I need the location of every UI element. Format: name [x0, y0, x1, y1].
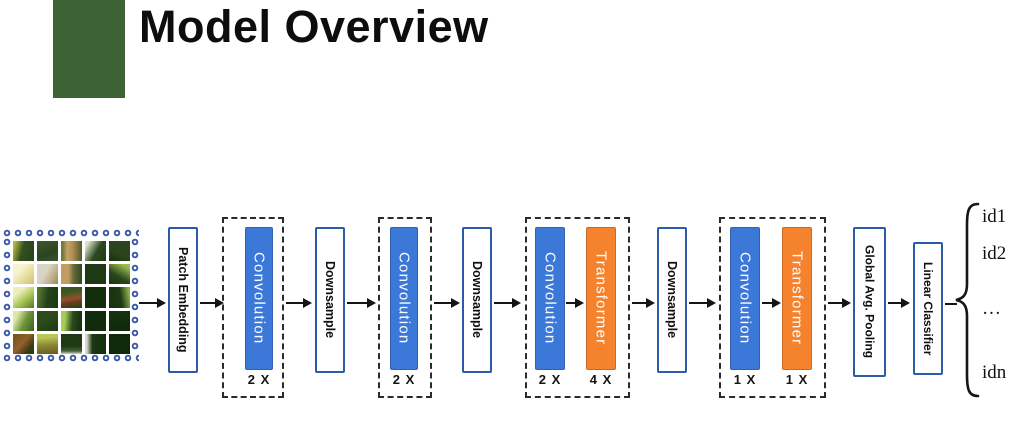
- downsample1-label: Downsample: [323, 261, 337, 339]
- patch-cell: [37, 264, 58, 285]
- global-avg-pooling-box: Global Avg. Pooling: [853, 227, 886, 377]
- patch-cell: [85, 264, 106, 285]
- patch-cell: [85, 241, 106, 262]
- stage2-convolution-box: Convolution: [390, 227, 418, 370]
- stage3-transformer-repeat: 4 X: [589, 372, 613, 387]
- output-id1: id1: [982, 206, 1007, 227]
- patch-cell: [37, 241, 58, 262]
- downsample3-box: Downsample: [657, 227, 687, 373]
- stage1-convolution-box: Convolution: [245, 227, 273, 370]
- patch-token-circles-left: [3, 238, 11, 354]
- patch-cell: [85, 333, 106, 354]
- patch-cell: [85, 310, 106, 331]
- patch-cell: [13, 333, 34, 354]
- patch-cell: [13, 241, 34, 262]
- patch-cell: [13, 264, 34, 285]
- linear-classifier-box: Linear Classifier: [913, 242, 943, 375]
- patch-cell: [37, 287, 58, 308]
- title-accent-square: [53, 0, 125, 98]
- stage1-convolution-label: Convolution: [250, 252, 268, 345]
- downsample3-label: Downsample: [665, 261, 679, 339]
- output-brace: [955, 202, 980, 398]
- arrow-conv3-to-transformer3: [566, 302, 575, 305]
- stage3-convolution-box: Convolution: [535, 227, 565, 370]
- arrow-stage2-to-downsample2: [434, 302, 451, 305]
- stage2-dashed-box: [378, 217, 432, 398]
- patch-cell: [61, 333, 82, 354]
- stage4-transformer-repeat: 1 X: [785, 372, 809, 387]
- patch-token-circles-top: [3, 229, 139, 237]
- stage2-conv-repeat: 2 X: [392, 372, 416, 387]
- patch-cell: [85, 287, 106, 308]
- patch-cell: [109, 333, 130, 354]
- arrow-stage3-to-downsample3: [632, 302, 646, 305]
- stage1-dashed-box: [222, 217, 284, 398]
- arrow-stage1-to-downsample1: [286, 302, 303, 305]
- patch-token-circles-bottom: [3, 354, 139, 362]
- stage3-transformer-label: Transformer: [592, 251, 610, 346]
- patch-cell: [37, 310, 58, 331]
- arrow-downsample1-to-stage2: [347, 302, 367, 305]
- stage3-dashed-box: [525, 217, 630, 398]
- patch-cell: [109, 310, 130, 331]
- output-ellipsis: …: [982, 298, 1003, 319]
- downsample2-box: Downsample: [462, 227, 492, 373]
- downsample2-label: Downsample: [470, 261, 484, 339]
- arrow-patch-embedding-to-stage1: [200, 302, 215, 305]
- global-avg-pooling-label: Global Avg. Pooling: [862, 245, 877, 359]
- patch-cell: [13, 287, 34, 308]
- arrow-downsample2-to-stage3: [494, 302, 512, 305]
- patch-cell: [61, 264, 82, 285]
- patch-embedding-label: Patch Embedding: [176, 247, 190, 353]
- arrow-pooling-to-classifier: [888, 302, 901, 305]
- patch-cell: [13, 310, 34, 331]
- patch-cell: [61, 310, 82, 331]
- line-classifier-to-brace: [945, 303, 957, 306]
- arrow-image-to-patch-embedding: [139, 302, 157, 305]
- stage4-transformer-label: Transformer: [788, 251, 806, 346]
- stage4-conv-repeat: 1 X: [733, 372, 757, 387]
- arrow-stage4-to-pooling: [828, 302, 842, 305]
- linear-classifier-label: Linear Classifier: [921, 261, 935, 356]
- patch-cell: [109, 287, 130, 308]
- patch-embedding-box: Patch Embedding: [168, 227, 198, 373]
- stage3-convolution-label: Convolution: [541, 252, 559, 345]
- stage3-transformer-box: Transformer: [586, 227, 616, 370]
- arrow-downsample3-to-stage4: [689, 302, 707, 305]
- patch-cell: [109, 264, 130, 285]
- arrow-conv4-to-transformer4: [762, 302, 772, 305]
- patch-cell: [61, 287, 82, 308]
- stage2-convolution-label: Convolution: [395, 252, 413, 345]
- stage1-conv-repeat: 2 X: [247, 372, 271, 387]
- patch-cell: [61, 241, 82, 262]
- page-title: Model Overview: [139, 1, 489, 52]
- output-id2: id2: [982, 243, 1007, 264]
- patch-cell: [37, 333, 58, 354]
- downsample1-box: Downsample: [315, 227, 345, 373]
- output-idn: idn: [982, 362, 1007, 383]
- stage3-conv-repeat: 2 X: [538, 372, 562, 387]
- stage4-dashed-box: [719, 217, 826, 398]
- patch-grid: [13, 241, 130, 354]
- patch-cell: [109, 241, 130, 262]
- stage4-convolution-label: Convolution: [736, 252, 754, 345]
- patch-token-circles-right: [131, 238, 139, 354]
- stage4-transformer-box: Transformer: [782, 227, 812, 370]
- stage4-convolution-box: Convolution: [730, 227, 760, 370]
